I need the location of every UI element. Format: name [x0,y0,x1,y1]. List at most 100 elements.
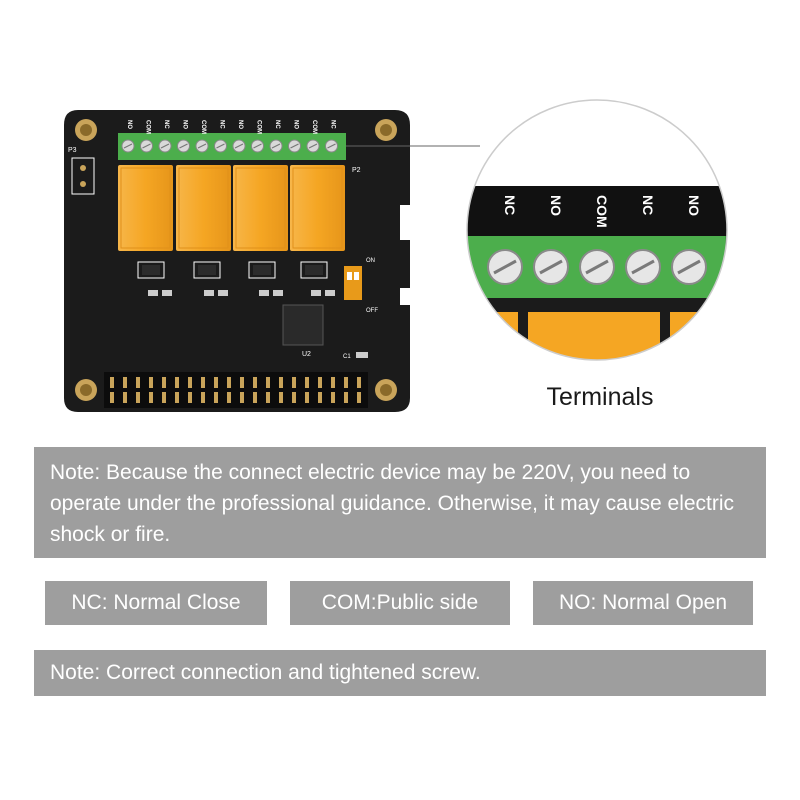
gpio-pins [110,377,361,403]
capacitor-c1: C1 [343,352,368,360]
transistor [137,261,172,296]
warning-note-text: Note: Because the connect electric devic… [50,461,735,546]
terminal-screws [121,139,338,153]
relay-board: NO COM NC NO COM NC NO COM NC NO COM NC P2 P3 ON OF… [64,110,410,412]
gpio-pin [253,377,257,388]
board-pin-label: NC [219,120,225,129]
connection-note-text: Note: Correct connection and tightened s… [50,661,481,684]
gpio-pin [149,392,153,403]
gpio-pin [110,392,114,403]
gpio-pin [136,392,140,403]
svg-text:ON: ON [366,258,375,264]
zoom-pin-label: NC [502,195,518,215]
gpio-pin [214,392,218,403]
terminal-screw-icon [140,139,153,153]
gpio-pin [305,392,309,403]
gpio-pin [227,392,231,403]
terminal-screw-icon [251,139,264,153]
zoom-pin-label: COM [594,195,610,228]
gpio-pin [162,392,166,403]
terminal-screw-icon [671,249,707,285]
legend-com: COM:Public side [290,581,510,625]
board-pin-label: NO [126,120,132,129]
zoom-circle-border [466,99,728,361]
gpio-pin [305,377,309,388]
gpio-pin [266,392,270,403]
gpio-pin [188,392,192,403]
gpio-pin [201,392,205,403]
gpio-pin [253,392,257,403]
board-pin-label: COM [311,120,317,134]
terminal-screw-icon [121,139,135,153]
p2-label: P2 [352,167,361,174]
terminal-screw-icon [232,139,246,153]
board-pin-label: NO [293,120,299,129]
gpio-pin [227,377,231,388]
relays [118,165,345,251]
product-illustration: NO COM NC NO COM NC NO COM NC NO COM NC P2 P3 ON OF… [64,99,728,412]
board-pin-label: COM [256,120,262,134]
gpio-pin [175,377,179,388]
ic-u2: U2 [282,304,324,358]
terminal-screw-icon [579,249,615,285]
board-pin-labels: NO COM NC NO COM NC NO COM NC NO COM NC [126,120,336,134]
board-pin-label: COM [200,120,206,134]
gpio-pin [188,377,192,388]
board-pin-label: NC [274,120,280,129]
gpio-pin [318,392,322,403]
zoom-pin-label: NO [548,195,564,216]
gpio-pin [240,392,244,403]
terminal-screw-icon [487,249,523,285]
relay [176,165,231,251]
gpio-pin [331,392,335,403]
board-pin-label: COM [145,120,151,134]
transistors [137,261,335,296]
terminal-screw-icon [306,139,320,153]
svg-text:OFF: OFF [366,308,378,314]
relay [118,165,173,251]
svg-text:C1: C1 [343,354,351,360]
screw-icon [375,379,397,401]
terminals-caption: Terminals [546,383,654,411]
terminal-screw-icon [214,139,227,153]
svg-text:P3: P3 [68,147,77,154]
legend-no: NO: Normal Open [533,581,753,625]
svg-text:U2: U2 [302,351,311,358]
terminal-screw-icon [325,139,338,153]
gpio-pin [201,377,205,388]
gpio-pin [149,377,153,388]
dip-switch: ON OFF [344,258,378,314]
terminal-screw-icon [177,139,190,153]
legend-nc: NC: Normal Close [45,581,267,625]
gpio-pin [357,392,361,403]
terminal-screw-icon [625,249,661,285]
board-pin-label: NO [237,120,243,129]
gpio-pin [344,377,348,388]
warning-note: Note: Because the connect electric devic… [34,447,766,558]
board-pin-label: NO [182,120,188,129]
board-pin-label: NC [163,120,169,129]
zoom-pin-label: NC [640,195,656,215]
transistor [300,261,335,296]
relay [290,165,345,251]
gpio-pin [110,377,114,388]
gpio-pin [331,377,335,388]
terminal-screw-icon [195,139,209,153]
gpio-pin [214,377,218,388]
terminal-screw-icon [158,139,172,153]
relay [233,165,288,251]
gpio-pin [240,377,244,388]
board-pin-label: NC [330,120,336,129]
gpio-pin [318,377,322,388]
gpio-pin [266,377,270,388]
terminal-screw-icon [533,249,569,285]
gpio-pin [357,377,361,388]
transistor [193,261,228,296]
p3-header: P3 [68,147,95,195]
gpio-pin [136,377,140,388]
gpio-pin [292,377,296,388]
gpio-pin [279,392,283,403]
gpio-pin [292,392,296,403]
